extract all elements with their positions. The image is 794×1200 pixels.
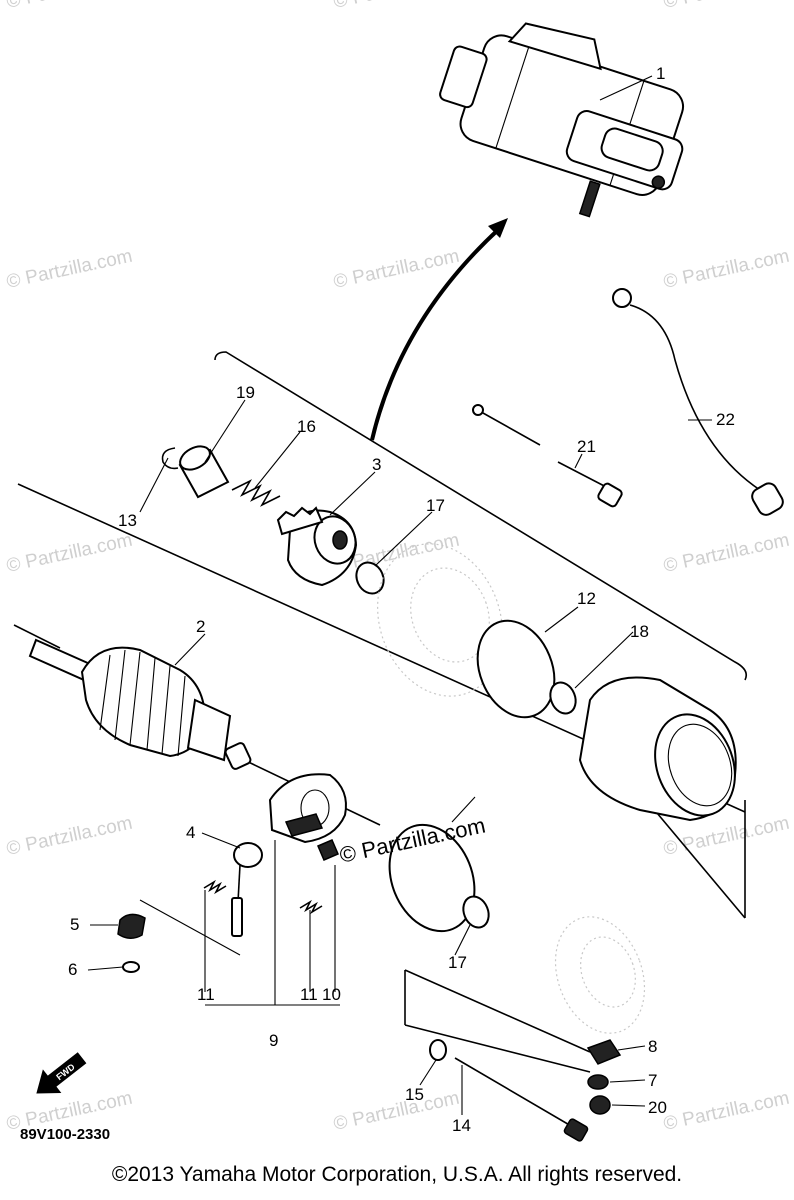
circlip — [161, 447, 179, 470]
callout-20: 20 — [648, 1098, 667, 1117]
callout-8: 8 — [648, 1037, 657, 1056]
watermark: © Partzilla.com — [5, 246, 135, 293]
watermark: © Partzilla.com — [662, 813, 792, 860]
nut — [586, 1039, 622, 1065]
watermark: © Partzilla.com — [332, 246, 462, 293]
rear-cover-ghost — [554, 916, 646, 1034]
callout-2: 2 — [196, 617, 205, 636]
watermark: © Partzilla.com — [662, 1088, 792, 1135]
starter-yoke — [578, 676, 737, 822]
watermark: © Partzilla.com — [332, 0, 462, 13]
callout-10: 10 — [322, 985, 341, 1004]
front-cover-ghost — [377, 543, 503, 697]
small-washer — [429, 1039, 447, 1061]
callout-11-left: 11 — [197, 985, 215, 1004]
callout-17-lower: 17 — [448, 953, 467, 972]
callout-19: 19 — [236, 383, 255, 402]
o-ring — [476, 619, 556, 719]
copyright-footer: ©2013 Yamaha Motor Corporation, U.S.A. A… — [111, 1163, 683, 1186]
watermark: © Partzilla.com — [662, 530, 792, 577]
watermark: © Partzilla.com — [5, 530, 135, 577]
collar — [178, 445, 230, 499]
forward-arrow-icon: FWD — [36, 1052, 87, 1094]
assembly-arrow — [370, 218, 508, 441]
callout-labels: 1 22 21 19 16 3 13 17 2 12 18 4 5 6 11 1… — [68, 64, 735, 1135]
armature — [13, 624, 252, 770]
leader-lines — [87, 75, 712, 1115]
callout-4: 4 — [186, 823, 195, 842]
watermark: © Partzilla.com — [662, 246, 792, 293]
watermark: © Partzilla.com — [5, 813, 135, 860]
starter-clutch — [276, 506, 358, 587]
callout-18: 18 — [630, 622, 649, 641]
callout-22: 22 — [716, 410, 735, 429]
washer — [462, 895, 490, 929]
callout-7: 7 — [648, 1071, 657, 1090]
starter-motor-assembly — [439, 22, 685, 218]
callout-13: 13 — [118, 511, 137, 530]
brush-spring — [299, 899, 323, 915]
through-bolt — [454, 1057, 589, 1142]
washer — [549, 681, 577, 715]
callout-3: 3 — [372, 455, 381, 474]
clutch-spring — [231, 479, 281, 507]
callout-14: 14 — [452, 1116, 471, 1135]
callout-1: 1 — [656, 64, 665, 83]
watermark: © Partzilla.com — [662, 0, 792, 13]
nut — [589, 1095, 611, 1115]
callout-6: 6 — [68, 960, 77, 979]
grommet — [117, 913, 146, 939]
brush — [231, 842, 263, 937]
callout-12: 12 — [577, 589, 596, 608]
callout-17-upper: 17 — [426, 496, 445, 515]
brush-spring — [203, 879, 227, 895]
watermark: © Partzilla.com — [332, 1088, 462, 1135]
o-ring — [388, 823, 476, 933]
diagram-code: 89V100-2330 — [20, 1126, 110, 1143]
callout-5: 5 — [70, 915, 79, 934]
callout-9: 9 — [269, 1031, 278, 1050]
callout-16: 16 — [297, 417, 316, 436]
callout-11-right: 11 — [300, 985, 318, 1004]
starter-lead-wire — [612, 288, 784, 516]
callout-15: 15 — [405, 1085, 424, 1104]
callout-21: 21 — [577, 437, 596, 456]
small-washer — [122, 961, 140, 973]
brush-plate — [268, 773, 347, 861]
nut — [587, 1074, 609, 1090]
watermark: © Partzilla.com — [5, 0, 135, 13]
washer — [355, 561, 385, 595]
screw-set — [472, 404, 623, 508]
